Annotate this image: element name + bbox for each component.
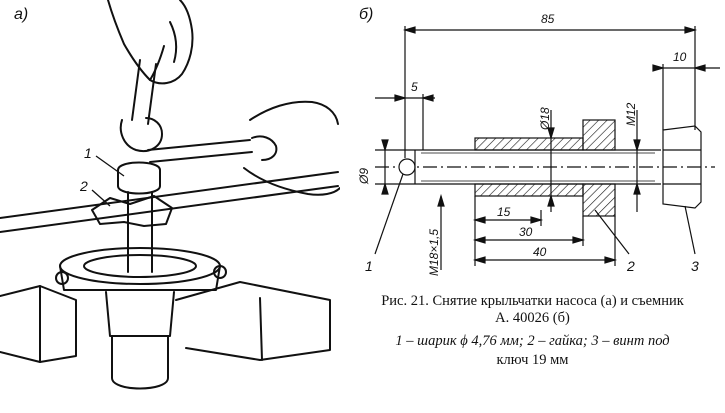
caption-title-line2: А. 40026 (б) <box>495 310 570 326</box>
nut <box>117 161 161 195</box>
dim-15: 15 <box>497 205 511 219</box>
dim-thread-m18: M18×1,5 <box>427 228 441 276</box>
figure-caption: Рис. 21. Снятие крыльчатки насоса (а) и … <box>345 293 720 369</box>
dim-dia-9: Ø9 <box>357 167 371 184</box>
pump-shaft <box>127 191 153 273</box>
caption-title-line1: Рис. 21. Снятие крыльчатки насоса (а) и … <box>381 293 684 309</box>
panel-a: а) <box>0 0 340 413</box>
caption-legend-line2: ключ 19 мм <box>496 352 569 368</box>
callout-a-1: 1 <box>84 145 92 161</box>
callout-b-3: 3 <box>691 258 699 274</box>
panel-b: б) <box>345 0 725 290</box>
pump-body <box>105 291 175 337</box>
panel-a-tag: а) <box>14 6 29 23</box>
dim-30: 30 <box>519 225 533 239</box>
dim-40: 40 <box>533 245 547 259</box>
right-hand <box>243 100 340 196</box>
puller-drawing <box>374 26 720 270</box>
dim-m12: M12 <box>624 102 638 126</box>
callout-b-2: 2 <box>627 258 635 274</box>
upper-hand <box>107 0 194 85</box>
vise-left-jaw <box>0 285 77 363</box>
ball <box>398 158 416 176</box>
callout-b-1: 1 <box>365 258 373 274</box>
panel-b-tag: б) <box>359 6 374 23</box>
dim-dia-18: Ø18 <box>538 107 552 130</box>
vise-right-jaw <box>175 281 331 361</box>
impeller-removal-illustration <box>0 0 340 390</box>
dim-overall-85: 85 <box>541 12 555 26</box>
wrench-vertical <box>131 59 157 125</box>
impeller <box>91 195 173 227</box>
caption-legend-line1: 1 – шарик ϕ 4,76 мм; 2 – гайка; 3 – винт… <box>395 333 670 349</box>
screw-hex-head <box>662 125 702 209</box>
callout-a-2: 2 <box>80 178 88 194</box>
dim-head-10: 10 <box>673 50 687 64</box>
dim-ball-5: 5 <box>411 80 418 94</box>
wrench-horizontal <box>147 139 253 163</box>
workbench-edge <box>0 171 339 233</box>
puller-nut <box>474 137 584 151</box>
